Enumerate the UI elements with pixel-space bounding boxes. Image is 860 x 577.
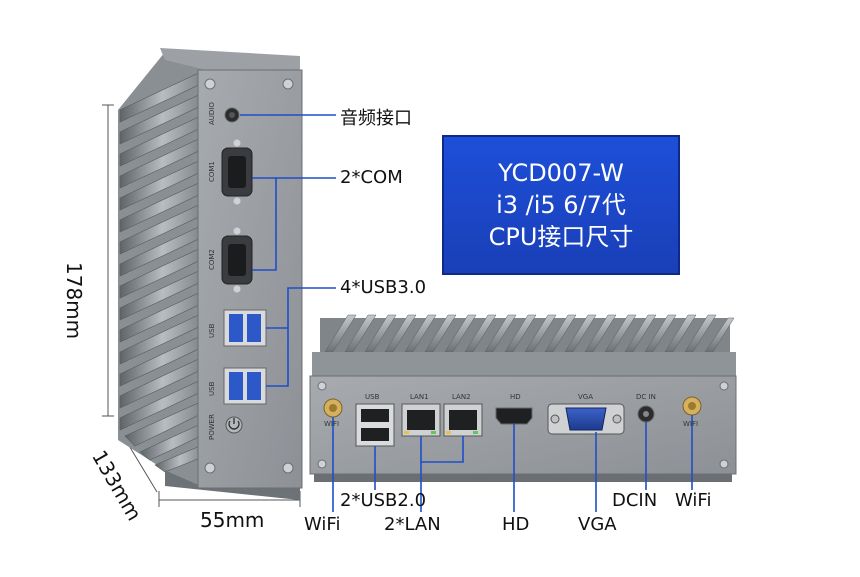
lan-port-icon: [401, 403, 441, 437]
com2-port-icon: [221, 227, 253, 293]
callout-wifi-right: WiFi: [675, 490, 712, 511]
panel-marking-usb-b: USB: [208, 381, 216, 396]
panel-marking-wifi1: WIFI: [324, 420, 340, 428]
height-dimension-label: 178mm: [62, 262, 86, 340]
usb3-port-icon: [223, 309, 267, 347]
panel-marking-com1: COM1: [208, 161, 216, 182]
panel-marking-power: POWER: [208, 414, 216, 440]
callout-lan: 2*LAN: [384, 514, 441, 535]
panel-marking-lan2: LAN2: [452, 393, 471, 401]
lan-port-icon: [443, 403, 483, 437]
front-heatsink: [312, 314, 736, 380]
side-callout-lines: [240, 114, 336, 387]
callout-com: 2*COM: [340, 167, 403, 188]
hdmi-port-icon: [495, 407, 533, 425]
com1-port-icon: [221, 139, 253, 205]
side-heatsink: [118, 48, 300, 500]
model-subtitle: CPU接口尺寸: [488, 223, 634, 251]
panel-marking-wifi2: WIFI: [683, 420, 699, 428]
callout-dcin: DCIN: [612, 490, 658, 511]
callout-vga: VGA: [578, 514, 617, 535]
dc-in-port-icon: [637, 405, 655, 423]
callout-usb2: 2*USB2.0: [340, 490, 427, 511]
vga-port-icon: [547, 403, 625, 435]
audio-jack-icon: [224, 107, 240, 123]
wifi-connector-icon: [323, 398, 343, 418]
front-callout-lines: [332, 415, 693, 512]
wifi-connector-icon: [682, 396, 702, 416]
model-name: YCD007-W: [498, 159, 624, 187]
panel-marking-lan1: LAN1: [410, 393, 429, 401]
panel-marking-com2: COM2: [208, 249, 216, 270]
usb3-port-icon: [223, 367, 267, 405]
model-info-box: YCD007-W i3 /i5 6/7代 CPU接口尺寸: [442, 135, 680, 275]
power-button-icon: [225, 416, 243, 434]
panel-screws: [204, 78, 294, 474]
panel-marking-hd: HD: [510, 393, 521, 401]
cpu-spec: i3 /i5 6/7代: [496, 191, 626, 219]
width-dimension-label: 55mm: [200, 508, 265, 532]
usb2-port-icon: [355, 403, 395, 447]
callout-audio: 音频接口: [340, 108, 412, 129]
callout-wifi-left: WiFi: [304, 514, 341, 535]
panel-marking-usb-front: USB: [365, 393, 380, 401]
front-base: [314, 474, 732, 482]
panel-marking-dcin: DC IN: [636, 393, 656, 401]
callout-usb3: 4*USB3.0: [340, 277, 427, 298]
panel-marking-audio: AUDIO: [208, 102, 216, 125]
callout-hd: HD: [502, 514, 530, 535]
panel-marking-vga: VGA: [578, 393, 594, 401]
front-screws: [317, 381, 729, 469]
panel-marking-usb-a: USB: [208, 323, 216, 338]
